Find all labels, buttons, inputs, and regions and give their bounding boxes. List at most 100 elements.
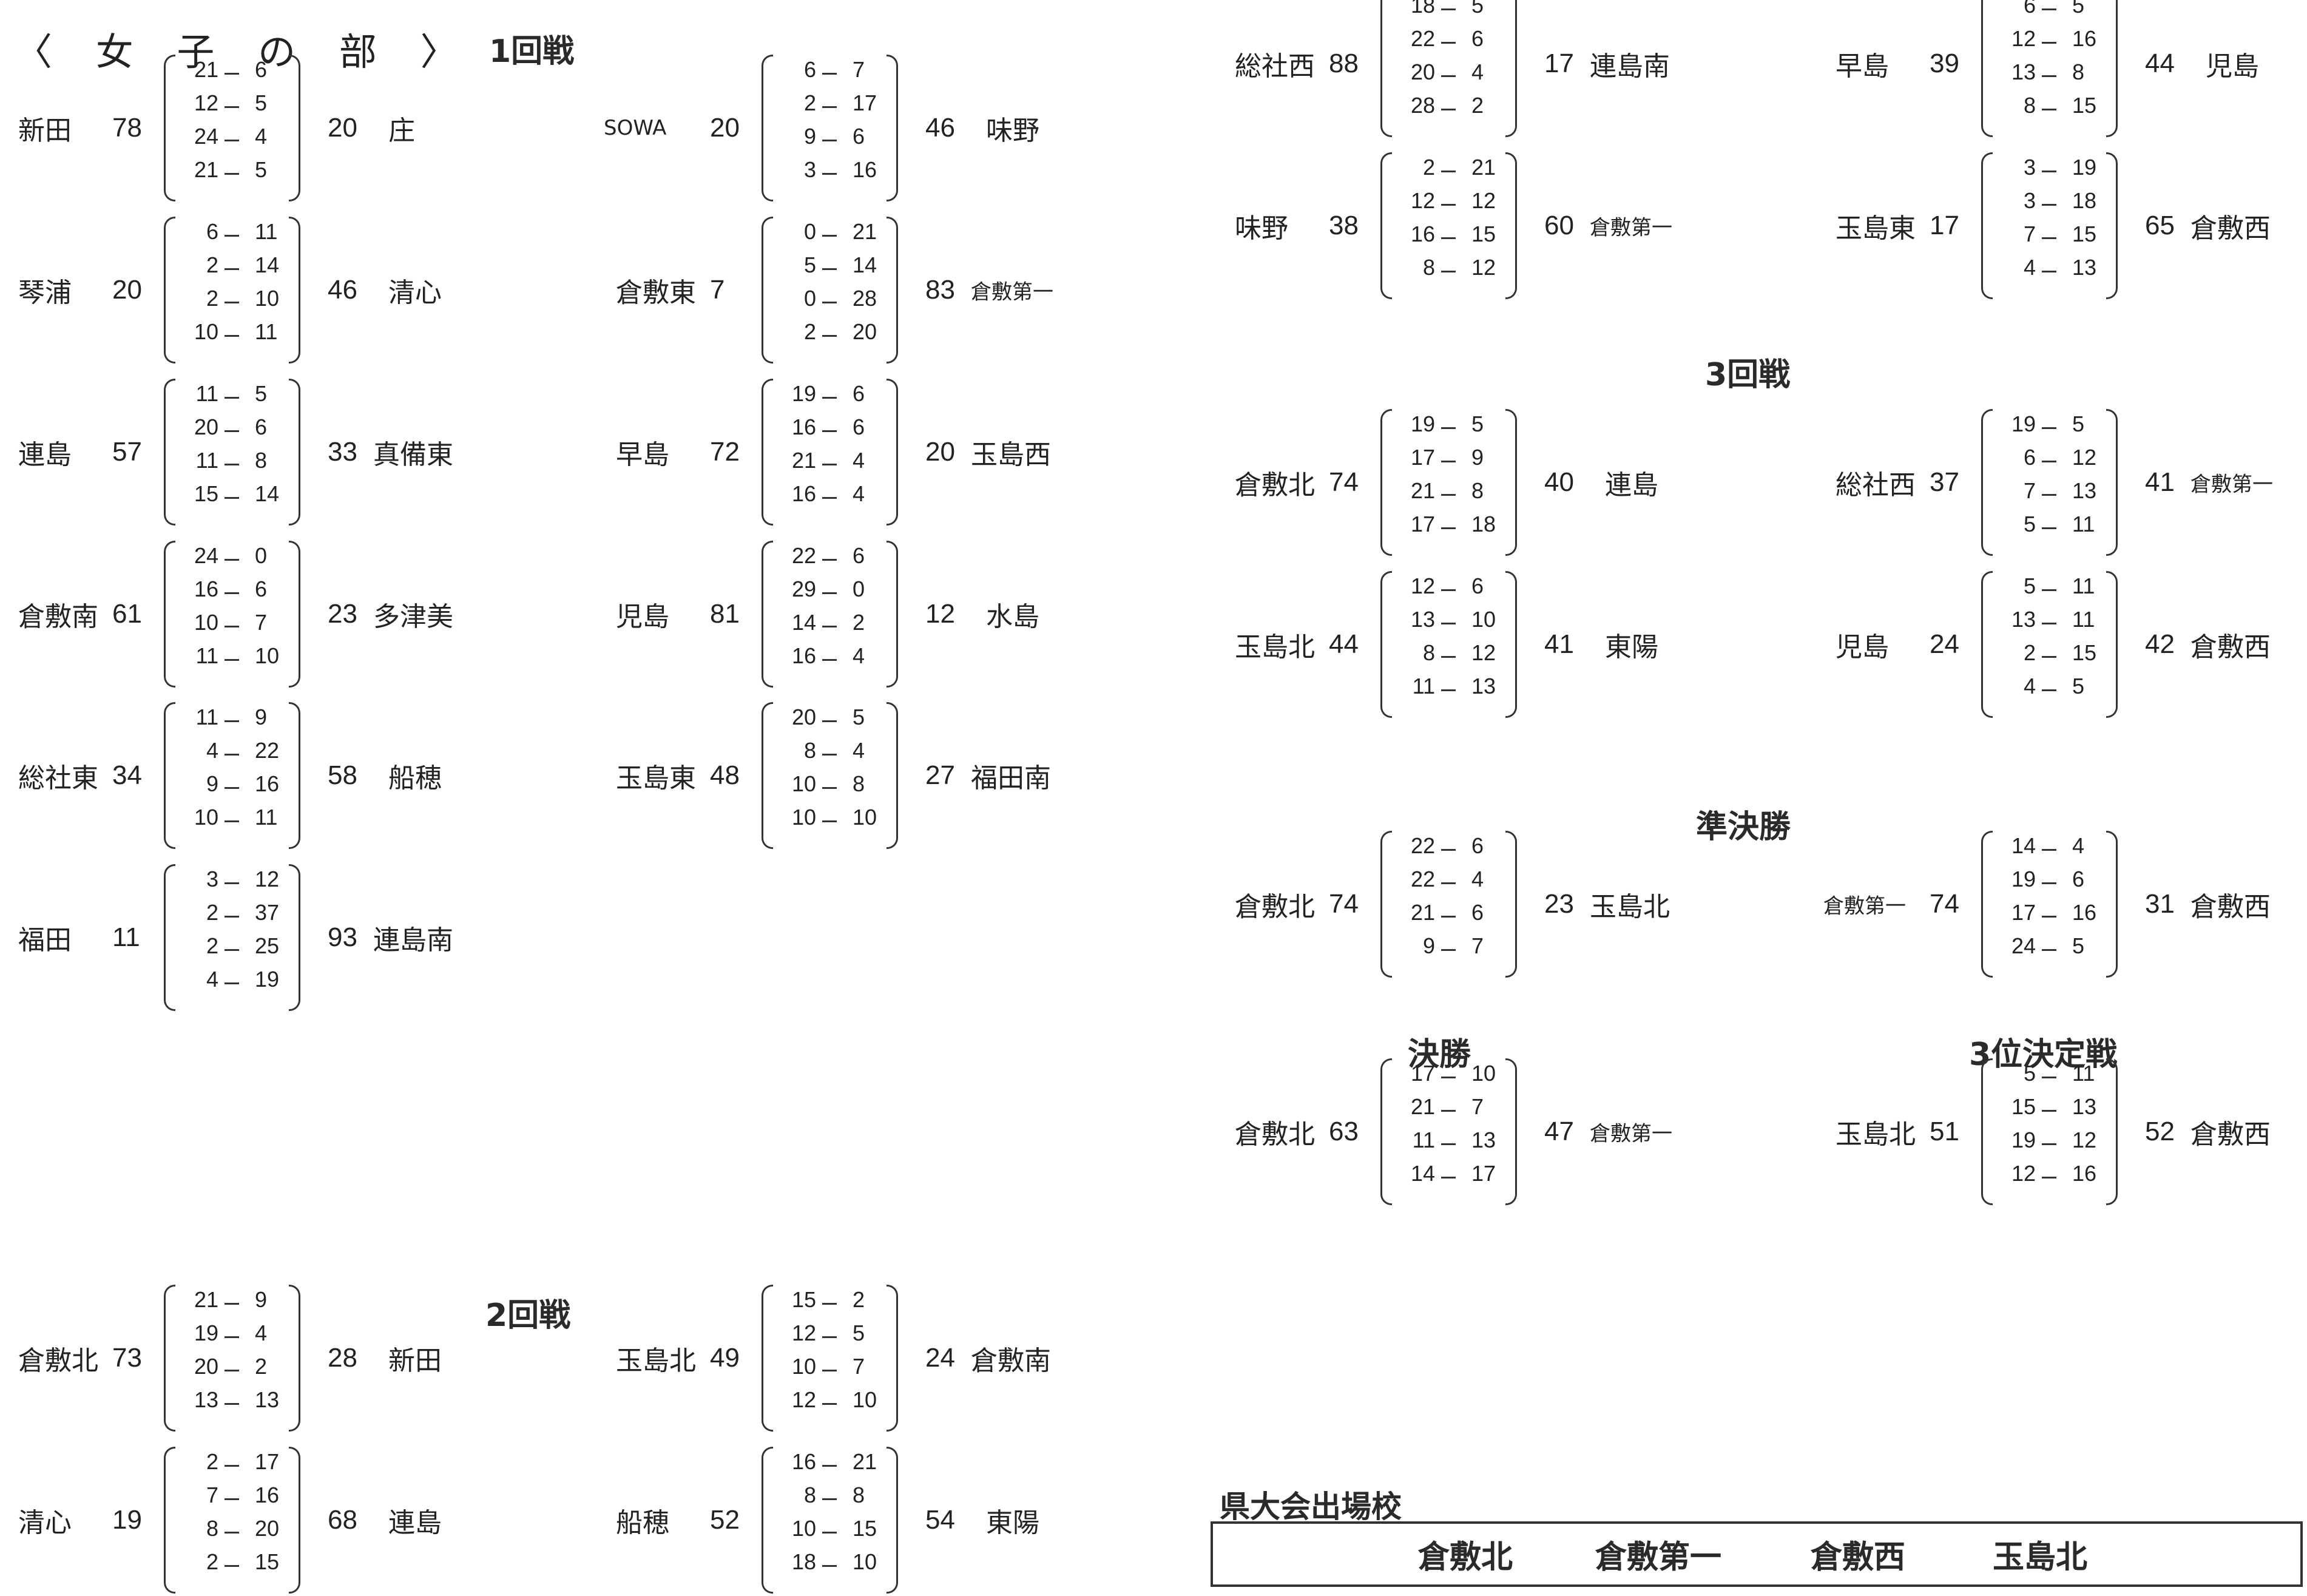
set-score-b: 21	[1471, 155, 1496, 180]
set-score-b: 4	[1471, 59, 1484, 84]
dash	[225, 1532, 239, 1533]
set-score-b: 16	[853, 157, 877, 182]
dash	[822, 268, 837, 270]
set-score-a: 24	[194, 124, 218, 149]
set-score-a: 4	[2023, 255, 2036, 280]
team-a-total: 81	[710, 599, 740, 629]
set-score-a: 5	[2023, 573, 2036, 598]
team-b-total: 17	[1544, 49, 1574, 78]
team-a-total: 51	[1930, 1117, 1959, 1146]
dash	[1441, 1177, 1456, 1178]
dash	[822, 497, 837, 499]
team-a-name: 倉敷北	[1235, 470, 1315, 501]
dash	[1441, 527, 1456, 529]
set-score-b: 21	[853, 1449, 877, 1474]
third-place-heading: 3位決定戦	[1969, 1036, 2118, 1073]
set-score-b: 13	[2072, 255, 2097, 280]
set-score-a: 4	[2023, 674, 2036, 698]
dash	[2042, 1143, 2056, 1145]
set-score-b: 19	[255, 967, 280, 992]
dash	[1441, 882, 1456, 884]
set-score-b: 19	[2072, 155, 2097, 180]
dash	[822, 140, 837, 141]
team-b-total: 68	[328, 1505, 357, 1535]
dash	[822, 659, 837, 661]
team-b-total: 20	[328, 113, 357, 143]
team-a-name: 児島	[616, 601, 669, 632]
set-score-b: 11	[255, 805, 278, 830]
dash	[1441, 75, 1456, 77]
dash	[822, 1465, 837, 1467]
team-b-name: 児島	[2206, 51, 2259, 82]
set-score-b: 28	[853, 286, 877, 311]
team-a-total: 74	[1329, 889, 1359, 919]
dash	[225, 106, 239, 108]
team-b-total: 20	[925, 437, 955, 467]
set-score-b: 20	[853, 319, 877, 344]
team-a-total: 17	[1930, 211, 1959, 240]
set-score-b: 12	[2072, 1128, 2097, 1152]
dash	[225, 73, 239, 75]
team-b-total: 27	[925, 760, 955, 790]
set-score-b: 10	[1471, 607, 1496, 632]
round-1-heading: 1回戦	[489, 33, 575, 70]
set-score-a: 10	[194, 319, 218, 344]
set-score-b: 6	[1471, 900, 1484, 925]
set-score-b: 20	[255, 1516, 280, 1541]
set-score-a: 4	[206, 967, 218, 992]
set-score-a: 12	[1410, 573, 1435, 598]
dash	[2042, 427, 2056, 429]
team-a-name: 福田	[18, 925, 72, 956]
set-score-b: 16	[255, 1483, 280, 1507]
page-title: 〈 女 子 の 部 〉	[15, 30, 474, 74]
set-score-b: 13	[2072, 478, 2097, 503]
set-score-b: 18	[1471, 512, 1496, 536]
team-a-total: 72	[710, 437, 740, 467]
set-score-a: 19	[2011, 867, 2036, 891]
set-score-b: 5	[2072, 411, 2085, 436]
team-b-name: 清心	[388, 277, 442, 308]
set-score-b: 12	[2072, 445, 2097, 470]
team-a-name: 連島	[18, 439, 72, 470]
team-a-total: 73	[112, 1343, 142, 1373]
set-score-a: 11	[195, 381, 218, 406]
set-score-b: 5	[853, 1320, 865, 1345]
set-score-a: 20	[1410, 59, 1435, 84]
set-score-b: 16	[2072, 1161, 2097, 1186]
dash	[1441, 589, 1456, 591]
round-3-heading: 3回戦	[1705, 357, 1791, 393]
team-b-name: 連島南	[1590, 51, 1670, 82]
set-score-b: 21	[853, 219, 877, 244]
team-a-name: 玉島北	[1836, 1119, 1916, 1150]
dash	[822, 787, 837, 789]
dash	[1441, 237, 1456, 239]
team-a-name: 新田	[18, 115, 72, 146]
set-score-b: 8	[1471, 478, 1484, 503]
